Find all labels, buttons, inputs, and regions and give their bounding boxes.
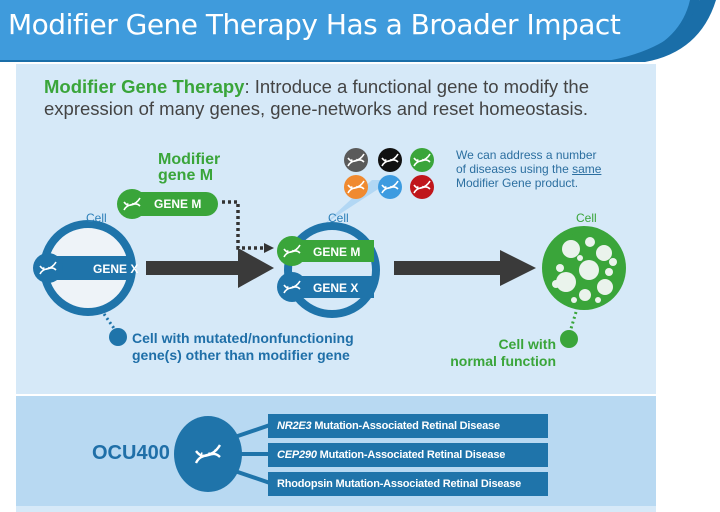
note-line2: of diseases using the same — [456, 162, 646, 176]
cell-label-right: Cell — [576, 211, 597, 225]
title-banner: Modifier Gene Therapy Has a Broader Impa… — [0, 0, 720, 64]
connector-arrowhead — [264, 243, 274, 253]
caption-right-line2: normal function — [450, 353, 556, 369]
intro-text: Modifier Gene Therapy: Introduce a funct… — [44, 76, 644, 120]
intro-body: : Introduce a functional gene to modify … — [44, 76, 589, 119]
disease-item: Rhodopsin Mutation-Associated Retinal Di… — [268, 472, 548, 496]
cell-mutated — [33, 220, 136, 316]
gene-m-label-pill: GENE M — [154, 197, 201, 211]
page-title: Modifier Gene Therapy Has a Broader Impa… — [8, 8, 621, 41]
disease-item: CEP290 Mutation-Associated Retinal Disea… — [268, 443, 548, 467]
pointer-dot-left — [109, 328, 127, 346]
cell-label-left: Cell — [86, 211, 107, 225]
diseases-note: We can address a number of diseases usin… — [456, 148, 646, 190]
note-underlined: same — [572, 162, 602, 176]
gene-m-label-cell: GENE M — [313, 245, 360, 259]
product-name: OCU400 — [92, 442, 170, 464]
caption-normal-cell: Cell with normal function — [432, 336, 556, 370]
caption-mutated-cell: Cell with mutated/nonfunctioning gene(s)… — [132, 330, 354, 364]
banner-shape — [0, 0, 716, 62]
intro-highlight: Modifier Gene Therapy — [44, 76, 245, 97]
gene-x-label-cell: GENE X — [313, 281, 358, 295]
arrow-1 — [146, 248, 274, 288]
modifier-title-line1: Modifier — [158, 151, 221, 168]
cell-treated — [277, 222, 380, 318]
note-line2-prefix: of diseases using the — [456, 162, 573, 176]
dotted-connector — [222, 200, 266, 250]
disease-gene: CEP290 — [277, 449, 317, 461]
cell-healthy — [542, 226, 626, 310]
caption-left-line1: Cell with mutated/nonfunctioning — [132, 330, 354, 346]
gene-m-pill — [117, 189, 218, 219]
pointer-dot-right — [560, 330, 578, 348]
disease-label: Mutation-Associated Retinal Disease — [316, 449, 506, 461]
disease-item: NR2E3 Mutation-Associated Retinal Diseas… — [268, 414, 548, 438]
modifier-title-line2: gene M — [158, 167, 214, 184]
caption-right-line1: Cell with — [498, 336, 556, 352]
note-line3: Modifier Gene product. — [456, 176, 579, 190]
cell-label-middle: Cell — [328, 211, 349, 225]
gene-x-label-left: GENE X — [93, 262, 138, 276]
disease-gene: NR2E3 — [277, 420, 312, 432]
pointer-right — [568, 311, 578, 333]
disease-label: Rhodopsin Mutation-Associated Retinal Di… — [277, 478, 522, 490]
arrow-2 — [394, 250, 536, 286]
panel-bottom-strip — [16, 506, 656, 512]
note-line1: We can address a number — [456, 148, 597, 162]
modifier-gene-title: Modifier gene M — [158, 152, 220, 184]
caption-left-line2: gene(s) other than modifier gene — [132, 347, 350, 363]
disease-label: Mutation-Associated Retinal Disease — [311, 420, 500, 432]
disease-dots — [344, 148, 434, 199]
